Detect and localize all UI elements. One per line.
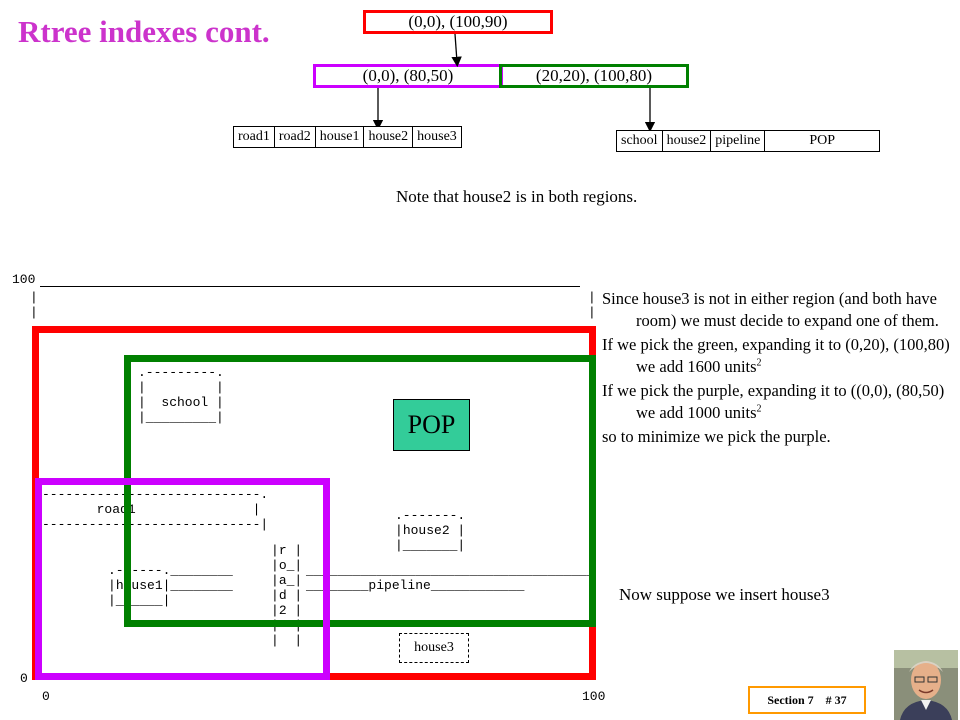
superscript: 2 bbox=[756, 357, 762, 369]
y-min-label: 0 bbox=[20, 671, 28, 686]
left-leaf-node: road1 road2 house1 house2 house3 bbox=[233, 126, 462, 148]
right-axis-tick: | | bbox=[588, 290, 596, 320]
leaf-entry: road1 bbox=[238, 129, 270, 144]
leaf-entry: house2 bbox=[661, 131, 711, 151]
road2-letter: 2 bbox=[278, 603, 287, 618]
tree-arrows bbox=[372, 33, 656, 133]
x-max-label: 100 bbox=[582, 689, 606, 704]
leaf-entry: school bbox=[621, 133, 658, 148]
green-region bbox=[124, 355, 596, 627]
leaf-entry: house1 bbox=[314, 127, 364, 147]
leaf-entry: pipeline bbox=[710, 131, 764, 151]
pop-object: POP bbox=[393, 399, 470, 451]
house2-object: .-------. |house2 | |_______| bbox=[395, 508, 466, 553]
school-label: school bbox=[161, 395, 209, 410]
top-axis bbox=[40, 286, 580, 287]
presenter-photo bbox=[894, 650, 958, 720]
purple-cost-text: If we pick the purple, expanding it to (… bbox=[602, 380, 945, 422]
left-axis-tick: | | bbox=[30, 290, 38, 320]
y-max-label: 100 bbox=[12, 272, 36, 287]
note-text: Note that house2 is in both regions. bbox=[396, 187, 638, 206]
section-footer: Section 7 # 37 bbox=[748, 686, 866, 714]
leaf-entry: house2 bbox=[363, 127, 412, 147]
right-leaf-node: school house2 pipeline POP bbox=[616, 130, 880, 152]
x-min-label: 0 bbox=[42, 689, 50, 704]
school-object: .---------. | | | school | |_________| bbox=[138, 365, 224, 425]
house3-object: house3 bbox=[399, 633, 469, 663]
leaf-entry: POP bbox=[764, 131, 879, 151]
suppose-text: Now suppose we insert house3 bbox=[619, 585, 830, 604]
purple-region bbox=[35, 478, 330, 680]
green-cost-text: If we pick the green, expanding it to (0… bbox=[602, 334, 950, 376]
arrow-root-to-children bbox=[451, 33, 462, 68]
pipeline-object: _____________________________________ __… bbox=[306, 563, 595, 593]
explanation-text: Since house3 is not in either region (an… bbox=[602, 288, 954, 450]
explanation-para: so to minimize we pick the purple. bbox=[602, 426, 831, 446]
road2-letter: a bbox=[278, 573, 287, 588]
explanation-para: Since house3 is not in either region (an… bbox=[602, 289, 939, 330]
explanation-para: If we pick the purple, expanding it to (… bbox=[602, 380, 954, 424]
pipeline-label: pipeline bbox=[368, 578, 431, 593]
leaf-entry: road2 bbox=[273, 127, 315, 147]
explanation-para: If we pick the green, expanding it to (0… bbox=[602, 334, 954, 378]
green-node: (20,20), (100,80) bbox=[499, 64, 689, 88]
road2-letter: o bbox=[278, 558, 287, 573]
leaf-entry: house3 bbox=[412, 127, 461, 147]
superscript: 2 bbox=[756, 403, 762, 415]
slide-title: Rtree indexes cont. bbox=[18, 14, 270, 49]
road2-letter: r bbox=[278, 543, 287, 558]
house2-label: house2 bbox=[402, 523, 450, 538]
root-node: (0,0), (100,90) bbox=[363, 10, 553, 34]
road2-letter: d bbox=[278, 588, 287, 603]
